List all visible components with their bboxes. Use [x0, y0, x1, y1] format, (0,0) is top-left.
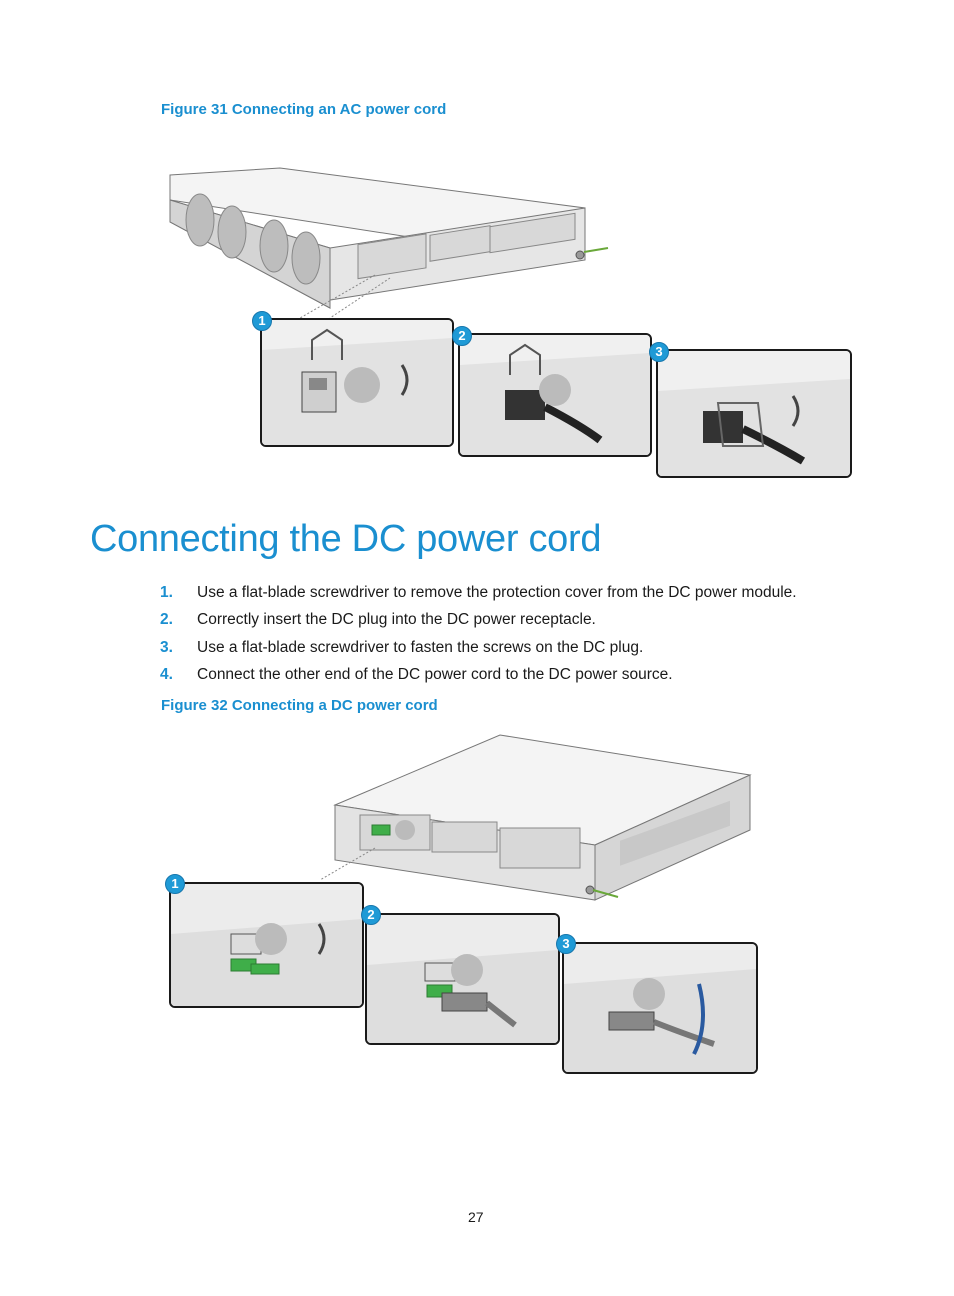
step-number: 1.: [160, 584, 173, 601]
step-text: Use a flat-blade screwdriver to remove t…: [197, 584, 797, 601]
step-number: 4.: [160, 666, 173, 683]
list-item: 3. Use a flat-blade screwdriver to fasten…: [160, 639, 643, 657]
figure-32-step-2-inset: [365, 913, 560, 1045]
figure-31-caption: Figure 31 Connecting an AC power cord: [161, 101, 447, 118]
figure-31-ac-power-illustration: [169, 167, 609, 319]
step-text: Use a flat-blade screwdriver to fasten t…: [197, 639, 644, 656]
figure-32-caption: Figure 32 Connecting a DC power cord: [161, 697, 438, 714]
step-number: 2.: [160, 611, 173, 628]
list-item: 1. Use a flat-blade screwdriver to remove…: [160, 584, 797, 602]
figure-31-step-2-badge: 2: [452, 326, 472, 346]
figure-31-step-3-inset: [656, 349, 852, 478]
page-number: 27: [468, 1209, 484, 1225]
figure-31-step-2-inset: [458, 333, 652, 457]
list-item: 4. Connect the other end of the DC power …: [160, 666, 673, 684]
figure-32-step-1-inset: [169, 882, 364, 1008]
section-heading: Connecting the DC power cord: [90, 518, 602, 560]
figure-32-step-3-inset: [562, 942, 758, 1074]
figure-32-step-1-badge: 1: [165, 874, 185, 894]
figure-31-step-3-badge: 3: [649, 342, 669, 362]
step-number: 3.: [160, 639, 173, 656]
figure-31-step-1-inset: [260, 318, 454, 447]
step-text: Correctly insert the DC plug into the DC…: [197, 611, 596, 628]
figure-32-step-3-badge: 3: [556, 934, 576, 954]
figure-32-step-2-badge: 2: [361, 905, 381, 925]
figure-32-dc-power-illustration: [320, 734, 752, 901]
list-item: 2. Correctly insert the DC plug into the …: [160, 611, 596, 629]
step-text: Connect the other end of the DC power co…: [197, 666, 673, 683]
figure-31-step-1-badge: 1: [252, 311, 272, 331]
